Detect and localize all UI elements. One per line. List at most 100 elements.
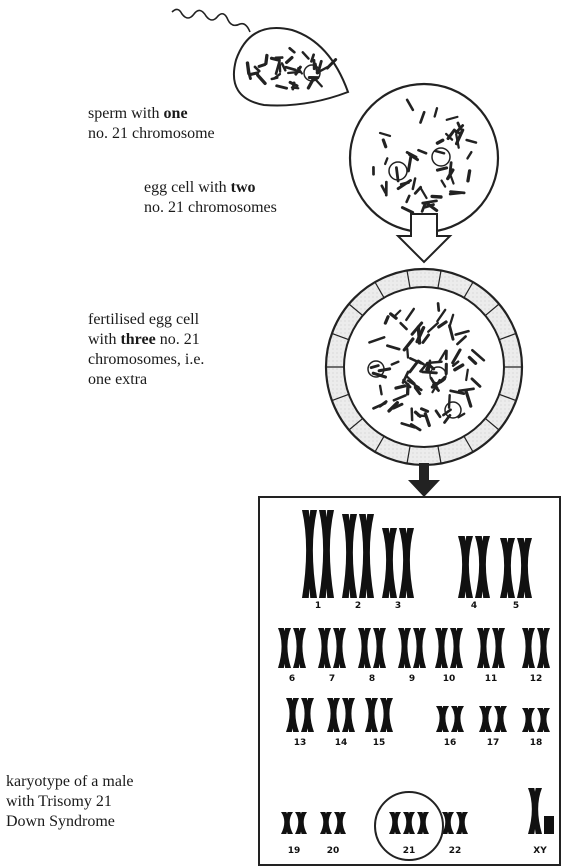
caption-fertilised-line4: one extra xyxy=(88,371,148,388)
chromosome-mark xyxy=(451,360,460,367)
chromosome-mark xyxy=(256,73,267,86)
chromosome-mark xyxy=(393,309,402,318)
chromosome-mark xyxy=(405,150,418,159)
chromosome xyxy=(418,628,426,668)
chromosome-mark xyxy=(420,202,427,213)
chromosome-mark xyxy=(378,131,392,138)
chromosome-mark xyxy=(400,206,415,215)
chromosome xyxy=(440,628,448,668)
karyotype-number-label: 6 xyxy=(289,674,295,684)
chromosome-mark xyxy=(257,63,267,68)
chromosome-mark xyxy=(297,67,303,75)
chromosome xyxy=(527,708,535,732)
chromosome-mark xyxy=(416,325,422,345)
chromosome-mark xyxy=(406,154,413,173)
chromosome-mark xyxy=(442,408,452,417)
chromosome xyxy=(405,528,414,598)
chromosome-mark xyxy=(448,324,455,341)
chromosome-mark xyxy=(408,357,423,365)
chromosome-mark xyxy=(369,364,380,370)
karyotype-number-label: 10 xyxy=(443,674,456,684)
chromosome xyxy=(285,812,293,834)
chromosome xyxy=(298,628,306,668)
chromosome xyxy=(441,706,449,732)
karyotype-number-label: 17 xyxy=(487,738,500,748)
chromosome-mark xyxy=(434,409,442,419)
sperm-cell xyxy=(171,8,350,107)
chromosome xyxy=(332,698,340,732)
karyotype-number-label: 18 xyxy=(530,738,543,748)
chromosome-mark xyxy=(417,414,427,418)
chromosome xyxy=(348,514,357,598)
chromosome-mark xyxy=(437,320,448,329)
chromosome xyxy=(403,628,411,668)
chromosome xyxy=(407,812,415,834)
chromosome-mark xyxy=(310,53,315,63)
chromosome-mark xyxy=(449,389,466,395)
chromosome-mark xyxy=(471,348,486,362)
karyotype-number-label: 13 xyxy=(294,738,307,748)
chromosome-mark xyxy=(419,407,430,413)
chromosome-mark xyxy=(435,138,445,145)
chromosome xyxy=(484,706,492,732)
chromosome-mark xyxy=(406,347,410,359)
chromosome xyxy=(481,536,490,598)
chromosome-mark xyxy=(470,377,482,388)
chromosome-mark xyxy=(455,132,460,149)
chromosome xyxy=(482,628,490,668)
fertilised-chromosome-21-ring-b xyxy=(429,366,447,384)
chromosome-mark xyxy=(430,194,443,199)
chromosome-mark xyxy=(389,312,398,320)
sperm-head xyxy=(232,27,350,107)
chromosome-mark xyxy=(405,194,411,204)
chromosome xyxy=(299,812,307,834)
chromosome-mark xyxy=(248,71,260,77)
karyotype-number-label: 8 xyxy=(369,674,375,684)
chromosome-mark xyxy=(394,384,407,390)
chromosome-mark xyxy=(449,174,455,185)
chromosome-mark xyxy=(405,374,416,385)
chromosome-mark xyxy=(396,179,412,191)
chromosome-mark xyxy=(368,336,386,344)
chromosome xyxy=(460,812,468,834)
chromosome-mark xyxy=(465,368,469,382)
solid-arrow-icon xyxy=(408,463,440,497)
caption-sperm-line2: no. 21 chromosome xyxy=(88,125,215,142)
caption-fertilised: fertilised egg cell with three no. 21 ch… xyxy=(88,310,204,390)
chromosome-mark xyxy=(280,62,287,72)
sperm-tail xyxy=(171,8,251,33)
chromosome-mark xyxy=(383,157,389,166)
chromosome xyxy=(325,510,334,598)
chromosome-mark xyxy=(420,187,428,200)
chromosome-mark xyxy=(411,177,417,191)
chromosome-mark xyxy=(390,360,400,366)
chromosome xyxy=(347,698,355,732)
chromosome-mark xyxy=(457,387,475,393)
chromosome-mark xyxy=(371,371,388,379)
chromosome xyxy=(308,510,317,598)
chromosome-mark xyxy=(378,400,388,408)
karyotype-number-label: 21 xyxy=(403,846,416,856)
chromosome-mark xyxy=(466,150,473,160)
chromosome xyxy=(533,788,542,834)
chromosome-mark xyxy=(383,315,390,325)
karyotype-number-label: 4 xyxy=(471,601,477,611)
chromosome-mark xyxy=(417,148,428,155)
caption-karyotype-line2: with Trisomy 21 xyxy=(6,793,112,810)
chromosome xyxy=(497,628,505,668)
chromosome xyxy=(421,812,429,834)
karyotype-number-label: 16 xyxy=(444,738,457,748)
caption-karyotype: karyotype of a male with Trisomy 21 Down… xyxy=(6,772,134,832)
chromosome-mark xyxy=(381,138,388,149)
chromosome xyxy=(385,698,393,732)
fertilised-chromosome-21-ring-a xyxy=(367,360,385,378)
chromosome xyxy=(388,528,397,598)
caption-karyotype-line1: karyotype of a male xyxy=(6,773,134,790)
chromosome-mark xyxy=(431,378,441,394)
chromosome-mark xyxy=(275,84,289,90)
chromosome xyxy=(393,812,401,834)
chromosome xyxy=(499,706,507,732)
caption-fertilised-line2a: with xyxy=(88,331,121,348)
chromosome-mark xyxy=(436,302,441,312)
